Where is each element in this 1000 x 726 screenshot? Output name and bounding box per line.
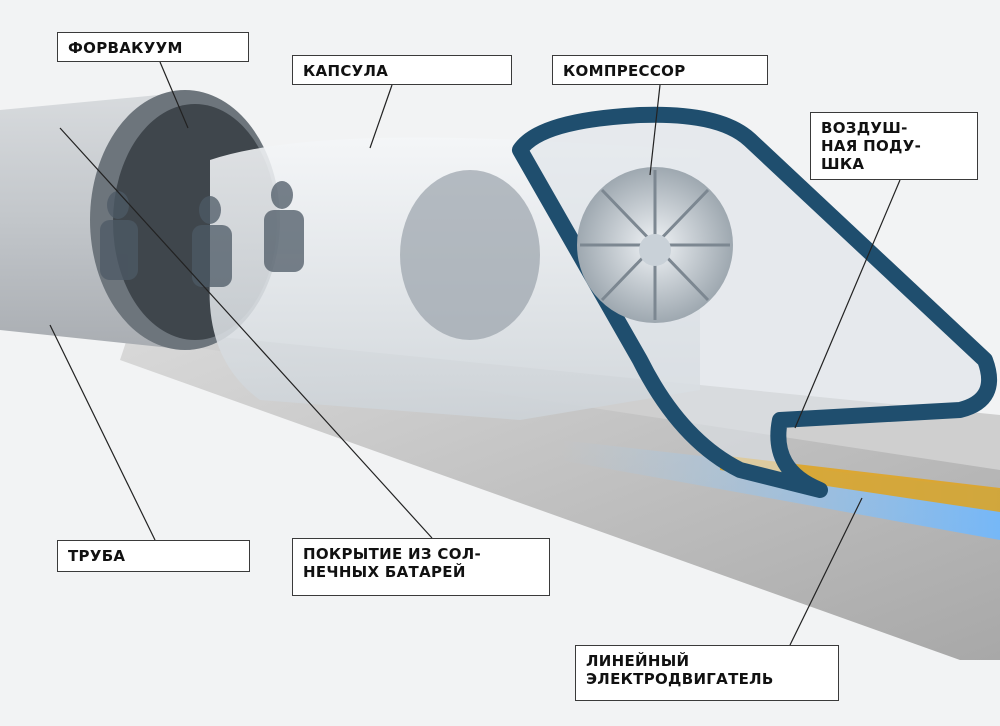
fan-hub (639, 234, 671, 266)
passengers (100, 181, 304, 287)
label-pokrytie: ПОКРЫТИЕ ИЗ СОЛ- НЕЧНЫХ БАТАРЕЙ (292, 538, 550, 596)
label-kapsula: КАПСУЛА (292, 55, 512, 85)
label-kompressor: КОМПРЕССОР (552, 55, 768, 85)
label-vozdushnaya-podushka: ВОЗДУШ- НАЯ ПОДУ- ШКА (810, 112, 978, 180)
label-lineyny-dvigatel: ЛИНЕЙНЫЙ ЭЛЕКТРОДВИГАТЕЛЬ (575, 645, 839, 701)
inner-turbine (400, 170, 540, 340)
leader-kompressor (649, 84, 661, 176)
leader-dvigatel (789, 497, 863, 646)
leader-pokrytie (59, 127, 433, 539)
leader-podushka (794, 179, 901, 429)
label-forvakuum: ФОРВАКУУМ (57, 32, 249, 62)
linear-motor-rail (560, 440, 1000, 540)
leader-kapsula (369, 84, 393, 149)
label-truba: ТРУБА (57, 540, 250, 572)
leader-lines (49, 61, 901, 646)
leader-forvakuum (159, 61, 189, 129)
leader-truba (49, 324, 156, 541)
